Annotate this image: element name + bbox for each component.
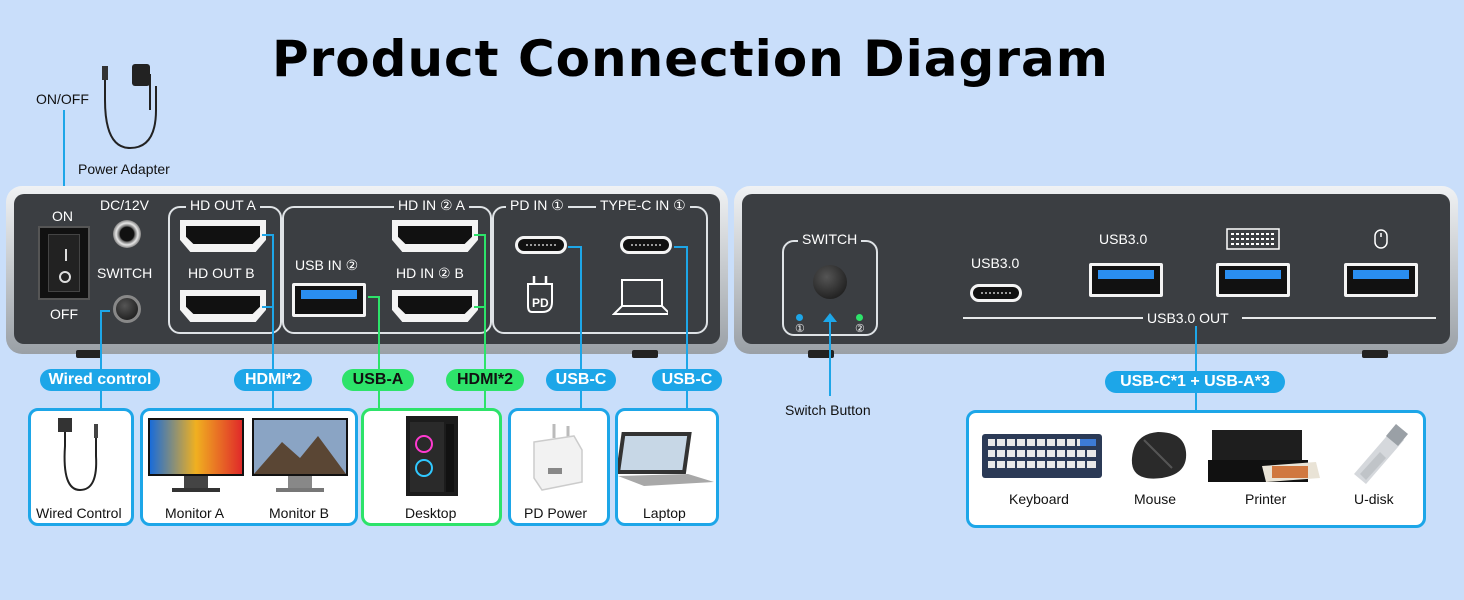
on-off-label: ON/OFF <box>36 91 89 107</box>
switch-button-line <box>829 316 831 396</box>
rocker-face <box>48 234 80 292</box>
keyboard-image <box>982 434 1102 478</box>
hdmi-in-a-hline <box>474 234 486 236</box>
tag-hdmi-out: HDMI*2 <box>234 369 312 391</box>
kvm-front-panel <box>6 186 728 354</box>
hdmi-in-b-hline <box>474 306 486 308</box>
power-adapter-icon <box>102 64 157 150</box>
device-foot <box>808 350 834 358</box>
led-2 <box>856 314 863 321</box>
usb-a-line <box>378 296 380 410</box>
hdmi-out-b-hline <box>262 306 274 308</box>
usb-out-line-left <box>963 317 1143 319</box>
usb-disk-image <box>1354 424 1408 484</box>
tag-hdmi-in: HDMI*2 <box>446 369 524 391</box>
usb30-a-port-1[interactable] <box>1089 263 1163 297</box>
printer-label: Printer <box>1245 491 1287 507</box>
tag-usbc-laptop: USB-C <box>652 369 722 391</box>
switch-button[interactable] <box>813 265 847 299</box>
laptop-image <box>618 432 714 486</box>
monitor-b-label: Monitor B <box>269 505 329 521</box>
tag-wired-control: Wired control <box>40 369 160 391</box>
usb30-c-label: USB3.0 <box>971 255 1020 271</box>
wired-control-hline <box>100 310 110 312</box>
pd-icon-text: PD <box>532 296 549 310</box>
usb30-a-label: USB3.0 <box>1099 231 1148 247</box>
pd-line <box>580 246 582 410</box>
usb-in-2-port[interactable] <box>292 283 366 317</box>
wired-control-device-label: Wired Control <box>36 505 122 521</box>
wired-control-port[interactable] <box>113 295 141 323</box>
device-foot <box>632 350 658 358</box>
tag-usb-a: USB-A <box>342 369 414 391</box>
device-foot <box>1362 350 1388 358</box>
usb-out-line-right <box>1242 317 1436 319</box>
hdmi-in-2-b-port[interactable] <box>392 290 478 322</box>
arrow-up-icon <box>823 313 837 322</box>
tag-usb-mix: USB-C*1 + USB-A*3 <box>1105 371 1285 393</box>
led-1-label: ① <box>795 323 805 335</box>
hd-in-2-b-label: HD IN ② B <box>396 265 464 281</box>
wired-control-box <box>28 408 134 526</box>
udisk-label: U-disk <box>1354 491 1394 507</box>
usb-a-hline <box>368 296 380 298</box>
pd-plug-icon <box>527 276 553 313</box>
pd-charger-image <box>533 424 583 491</box>
pd-in-1-port[interactable] <box>515 236 567 254</box>
on-label: ON <box>52 208 73 224</box>
printer-image <box>1208 430 1320 482</box>
laptop-label: Laptop <box>643 505 686 521</box>
hdmi-out-a-port[interactable] <box>180 220 266 252</box>
hdmi-in-line <box>484 234 486 410</box>
hdmi-out-line <box>272 234 274 410</box>
hdmi-in-2-a-port[interactable] <box>392 220 478 252</box>
input-2-group <box>282 206 492 334</box>
usb30-c-port[interactable] <box>970 284 1022 302</box>
pd-in-1-label: PD IN ① <box>506 197 568 214</box>
pd-hline <box>568 246 582 248</box>
usb30-out-label: USB3.0 OUT <box>1147 310 1229 326</box>
laptop-line <box>686 246 688 410</box>
dc-power-jack[interactable] <box>113 220 141 248</box>
desktop-tower-image <box>406 416 458 496</box>
led-2-label: ② <box>855 323 865 335</box>
off-label: OFF <box>50 306 78 322</box>
keyboard-icon <box>1226 228 1280 250</box>
hdmi-out-b-port[interactable] <box>180 290 266 322</box>
usb30-a-port-2[interactable] <box>1216 263 1290 297</box>
keyboard-label: Keyboard <box>1009 491 1069 507</box>
desktop-label: Desktop <box>405 505 457 521</box>
wired-control-line <box>100 310 102 410</box>
rear-switch-label: SWITCH <box>798 231 862 247</box>
mouse-icon <box>1374 229 1388 249</box>
hd-in-2-a-label: HD IN ② A <box>394 197 470 214</box>
monitor-a-label: Monitor A <box>165 505 225 521</box>
laptop-hline <box>674 246 688 248</box>
tag-usbc-pd: USB-C <box>546 369 616 391</box>
monitor-b-image <box>252 418 348 492</box>
typec-in-1-port[interactable] <box>620 236 672 254</box>
usb30-a-port-3[interactable] <box>1344 263 1418 297</box>
usb-in-2-label: USB IN ② <box>295 257 359 273</box>
dc-label: DC/12V <box>100 197 150 213</box>
power-adapter-label: Power Adapter <box>78 161 170 177</box>
wired-control-icon <box>58 418 98 492</box>
hdmi-out-a-hline <box>262 234 274 236</box>
led-1 <box>796 314 803 321</box>
hd-out-a-label: HD OUT A <box>186 197 260 213</box>
usb-out-line <box>1195 326 1197 412</box>
mouse-label: Mouse <box>1134 491 1177 507</box>
pd-power-label: PD Power <box>524 505 588 521</box>
switch-button-label: Switch Button <box>785 402 871 418</box>
hd-out-b-label: HD OUT B <box>188 265 255 281</box>
switch-label: SWITCH <box>97 265 153 281</box>
page-title: Product Connection Diagram <box>272 30 1109 88</box>
monitor-a-image <box>148 418 244 492</box>
power-connector-line <box>63 110 65 198</box>
power-rocker-switch[interactable] <box>38 226 90 300</box>
typec-in-1-label: TYPE-C IN ① <box>596 197 690 214</box>
laptop-icon <box>612 279 668 315</box>
device-foot <box>76 350 102 358</box>
mouse-image <box>1131 432 1187 479</box>
